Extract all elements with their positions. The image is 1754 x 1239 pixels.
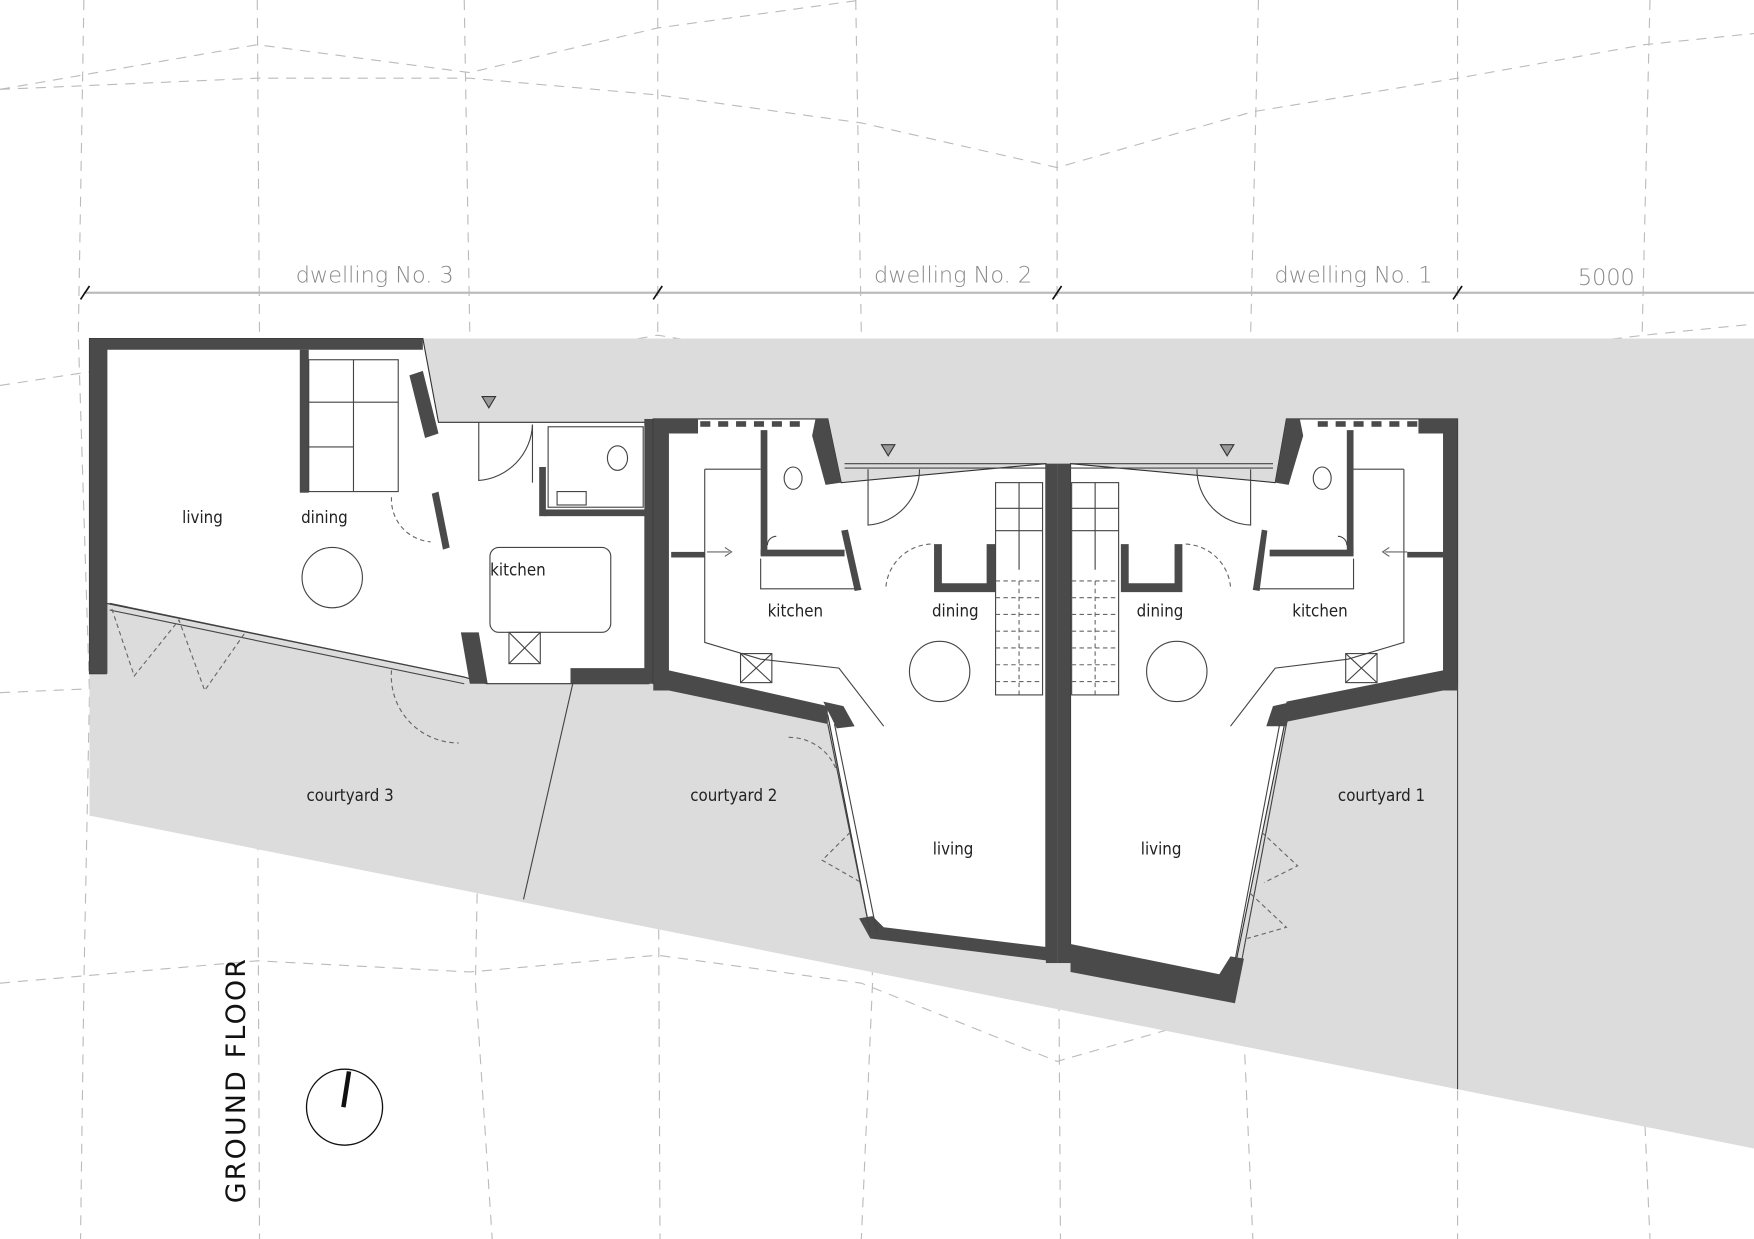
room-label-d3-dining: dining	[301, 507, 348, 527]
dimension-label-5000: 5000	[1578, 265, 1635, 291]
courtyard-label-2: courtyard 2	[690, 785, 777, 805]
dwelling-1	[1057, 418, 1459, 1004]
room-label-d1-living: living	[1141, 839, 1182, 859]
room-label-d1-dining: dining	[1137, 601, 1184, 621]
room-label-d3-living: living	[182, 507, 223, 527]
dwelling-2	[652, 418, 1058, 964]
plan-title: GROUND FLOOR	[221, 957, 252, 1203]
courtyard-label-3: courtyard 3	[307, 785, 394, 805]
room-label-d2-living: living	[933, 839, 974, 859]
room-label-d2-kitchen: kitchen	[768, 601, 824, 621]
dimension-label-dwelling-2: dwelling No. 2	[874, 263, 1032, 289]
room-label-d3-kitchen: kitchen	[490, 559, 546, 579]
dimension-label-dwelling-1: dwelling No. 1	[1275, 263, 1433, 289]
room-labels: living dining kitchen kitchen dining liv…	[182, 507, 1425, 859]
dwelling-3	[88, 337, 654, 744]
room-label-d1-kitchen: kitchen	[1292, 601, 1348, 621]
north-arrow-icon	[305, 1068, 384, 1146]
dimension-line: dwelling No. 3 dwelling No. 2 dwelling N…	[79, 263, 1754, 300]
room-label-d2-dining: dining	[932, 601, 979, 621]
courtyard-label-1: courtyard 1	[1338, 785, 1425, 805]
dimension-label-dwelling-3: dwelling No. 3	[296, 263, 454, 289]
